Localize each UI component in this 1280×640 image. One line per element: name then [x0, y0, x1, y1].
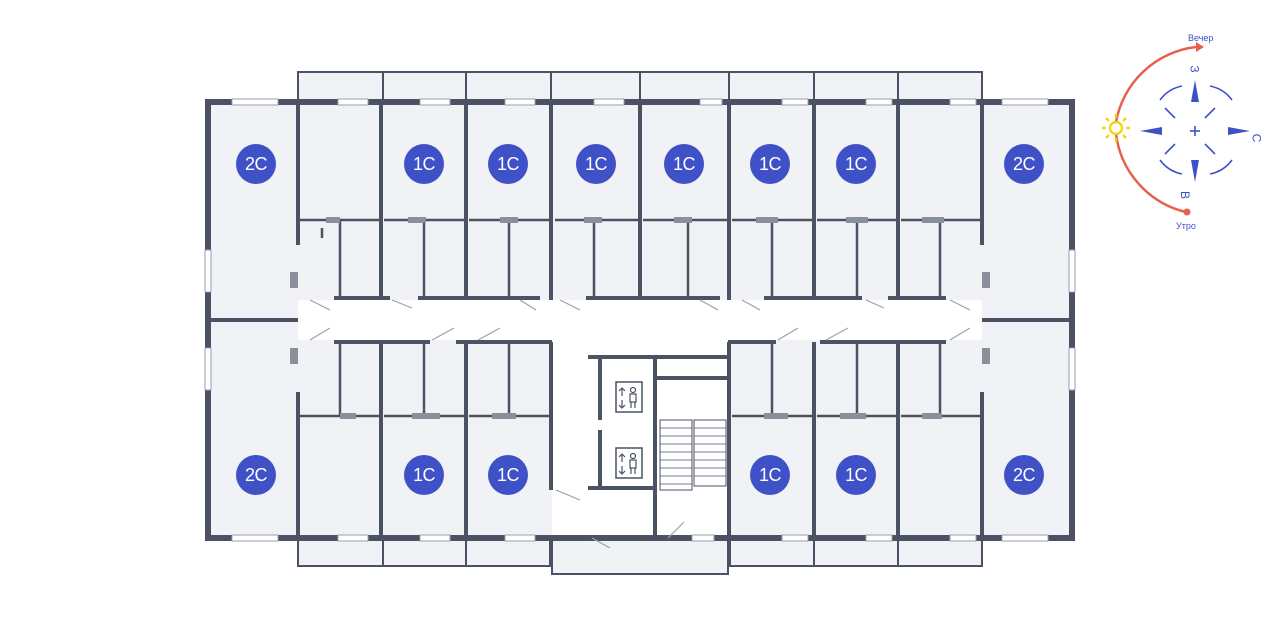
compass-east-label: В [1178, 190, 1193, 200]
unit-badge[interactable]: 1С [488, 144, 528, 184]
unit-badge[interactable]: 2С [1004, 144, 1044, 184]
unit-badge[interactable]: 1С [576, 144, 616, 184]
sun-icon [1102, 114, 1130, 142]
unit-badge[interactable]: 1С [836, 144, 876, 184]
unit-badge[interactable]: 1С [836, 455, 876, 495]
unit-badge[interactable]: 1С [404, 144, 444, 184]
unit-badge[interactable]: 1С [488, 455, 528, 495]
unit-badge[interactable]: 2С [1004, 455, 1044, 495]
unit-badge[interactable]: 1С [750, 144, 790, 184]
compass-north-label: С [1249, 133, 1264, 143]
sun-arc [1114, 45, 1197, 123]
compass-morning-label: Утро [1176, 221, 1196, 231]
unit-badge[interactable]: 1С [750, 455, 790, 495]
unit-badge[interactable]: 1С [664, 144, 704, 184]
compass-evening-label: Вечер [1188, 33, 1214, 43]
unit-badge[interactable]: 1С [404, 455, 444, 495]
unit-badge[interactable]: 2С [236, 144, 276, 184]
unit-badge[interactable]: 2С [236, 455, 276, 495]
compass-west-label: З [1187, 65, 1202, 73]
compass [1102, 42, 1250, 216]
